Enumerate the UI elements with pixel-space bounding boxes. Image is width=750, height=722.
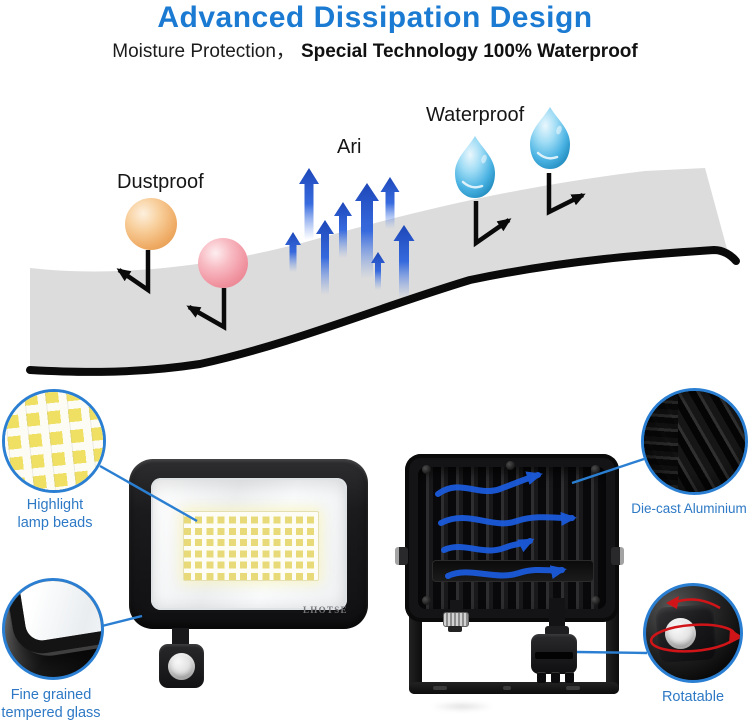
water-drop-icon — [455, 107, 570, 198]
screw-icon — [506, 461, 515, 470]
pivot-knob-left — [395, 547, 408, 565]
dust-particle-pink-icon — [198, 238, 248, 288]
callout-lamp-beads — [2, 389, 106, 493]
screw-icon — [422, 596, 431, 605]
rotation-arrows-icon — [649, 596, 740, 653]
label-dustproof: Dustproof — [117, 171, 204, 193]
feature-label-rotatable: Rotatable — [641, 689, 745, 707]
air-arrow-icon — [285, 168, 415, 298]
led-beads-zoom — [5, 392, 103, 490]
page-title: Advanced Dissipation Design — [157, 1, 593, 34]
bracket-slot — [566, 686, 580, 690]
subtitle-emphasis: Special Technology 100% Waterproof — [300, 41, 638, 62]
callout-tempered-glass — [2, 578, 104, 680]
membrane-edge — [26, 245, 740, 376]
glass-corner — [5, 581, 101, 658]
feature-label-line: Rotatable — [661, 689, 725, 705]
subtitle-plain: Moisture Protection， — [112, 41, 295, 62]
sensor-connector — [565, 672, 574, 683]
floodlight-front-view: LHOTSE — [129, 459, 368, 629]
pir-dome-icon — [665, 618, 696, 649]
label-air: Ari — [337, 136, 362, 158]
back-sensor-collar — [545, 626, 569, 636]
sensor-groove — [535, 652, 573, 659]
cable-gland — [443, 612, 469, 627]
deflect-arrow-icon — [116, 173, 586, 331]
dissipation-diagram — [26, 107, 740, 376]
floodlight-back-view — [405, 454, 619, 622]
gland-stem — [450, 600, 462, 614]
bracket-slot — [433, 686, 447, 690]
feature-label-line: Highlight — [26, 497, 84, 513]
callout-die-cast — [641, 388, 748, 495]
feature-label-lamp-beads: Highlight lamp beads — [0, 497, 110, 532]
screw-icon — [591, 596, 600, 605]
sensor-connector — [551, 672, 560, 683]
cable-gland-tip — [448, 626, 462, 632]
screw-icon — [591, 465, 600, 474]
motion-sensor-back — [531, 634, 577, 674]
feature-label-line: Fine grained — [10, 687, 92, 703]
pivot-knob-right — [611, 547, 624, 565]
ground-shadow — [430, 702, 494, 711]
feature-label-tempered-glass: Fine grained tempered glass — [0, 687, 102, 722]
vignette — [644, 391, 745, 492]
mount-bracket-left-leg — [409, 598, 422, 694]
heatsink-fins — [418, 467, 606, 609]
bracket-slot — [503, 686, 511, 690]
motion-sensor-front — [159, 644, 204, 688]
led-bead-panel — [183, 511, 319, 581]
feature-label-line: lamp beads — [17, 514, 93, 531]
front-sensor-arm — [172, 628, 189, 646]
mount-bracket-rail — [409, 682, 619, 694]
screw-icon — [422, 465, 431, 474]
brand-label: LHOTSE — [303, 605, 348, 615]
sensor-connector — [537, 672, 546, 683]
label-waterproof: Waterproof — [426, 104, 525, 126]
callout-rotatable — [643, 583, 743, 683]
dust-particle-orange-icon — [125, 198, 177, 250]
feature-label-line: Die-cast Aluminium — [631, 501, 747, 516]
subtitle: Moisture Protection，Special Technology 1… — [0, 36, 750, 63]
feature-label-line: tempered glass — [1, 704, 101, 721]
junction-cover — [432, 560, 594, 582]
feature-label-die-cast: Die-cast Aluminium — [625, 500, 750, 518]
mount-bracket-right-leg — [606, 598, 619, 694]
pir-dome-icon — [168, 653, 195, 680]
tempered-glass-panel — [151, 478, 347, 610]
